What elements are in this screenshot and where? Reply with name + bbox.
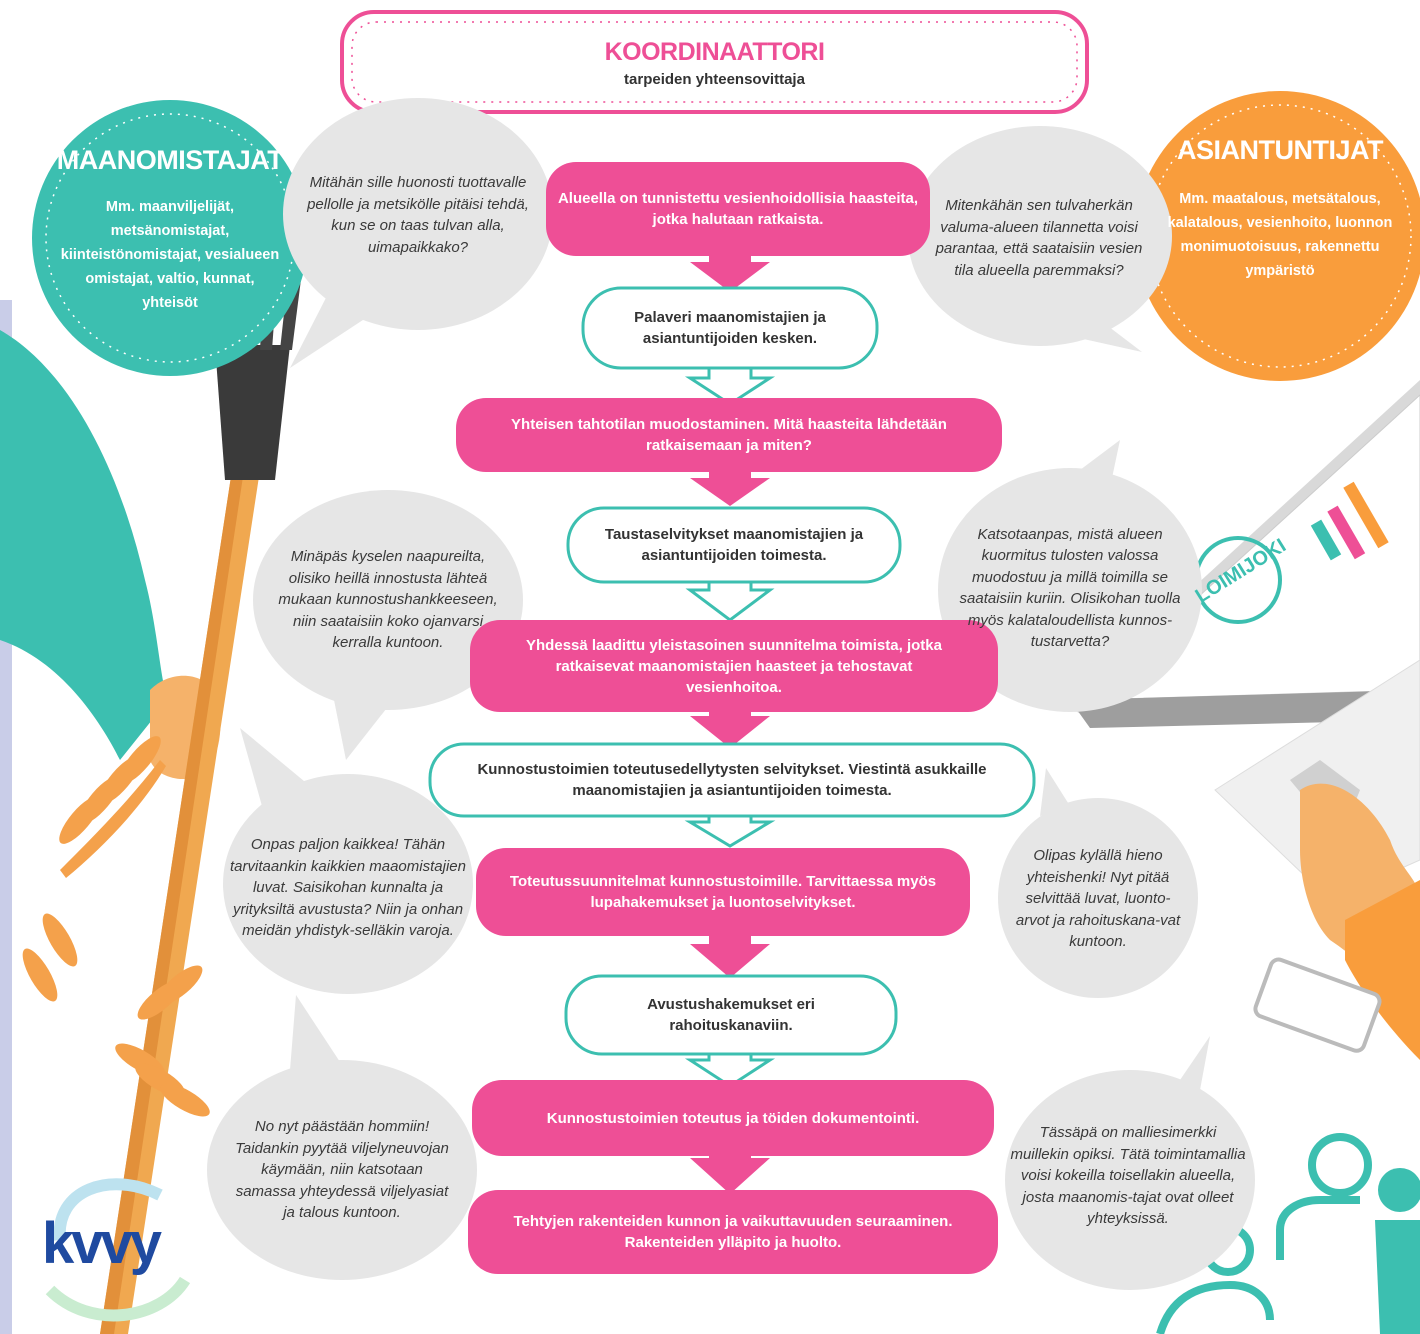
kvvy-logo-swirl: [45, 1178, 191, 1322]
wheat-illustration: [22, 736, 210, 1117]
bubble-left-3-text: Onpas paljon kaikkea! Tähän tarvitaankin…: [230, 836, 466, 940]
step-box-6: [428, 742, 1036, 818]
farmer-arm-illustration: [0, 330, 221, 780]
landowners-title: MAANOMISTAJAT: [56, 144, 284, 175]
step-3-text: Yhteisen tahtotilan muodostaminen. Mitä …: [511, 416, 947, 454]
step-box-2: [581, 286, 879, 370]
step-boxes: [428, 162, 1036, 1274]
bubble-right-2-text: Katsotaanpas, mistä alueen kuormitus tul…: [959, 525, 1181, 651]
step-9-text: Kunnostustoimien toteutus ja töiden doku…: [546, 1109, 920, 1127]
bubble-right-4-text: Tässäpä on malliesimerkki muillekin opik…: [1010, 1124, 1246, 1228]
experts-circle: [1135, 91, 1420, 381]
step-2-text: Palaveri maanomistajien ja asiantuntijoi…: [634, 309, 826, 347]
experts-body: Mm. maatalous, metsätalous, kalatalous, …: [1167, 191, 1393, 279]
bubble-left-4-text: No nyt päästään hommiin! Taidankin pyytä…: [235, 1118, 449, 1222]
step-5-text: Yhdessä laadittu yleistasoinen suunnitel…: [526, 636, 942, 696]
kvvy-logo: kvvy: [42, 1211, 162, 1276]
landowners-body: Mm. maanviljelijät, metsänomistajat, kii…: [60, 199, 280, 311]
landowners-circle: [32, 100, 308, 376]
step-box-7: [476, 848, 970, 936]
step-6-text: Kunnostustoimien toteutusedellytysten se…: [477, 761, 987, 799]
step-10-text: Tehtyjen rakenteiden kunnon ja vaikuttav…: [513, 1213, 953, 1251]
coordinator-subtitle: tarpeiden yhteensovittaja: [624, 70, 805, 88]
speech-bubbles-right: [908, 126, 1255, 1290]
step-1-text: Alueella on tunnistettu vesienhoidollisi…: [557, 190, 919, 228]
step-4-text: Taustaselvitykset maanomistajien ja asia…: [604, 526, 864, 564]
step-box-8: [564, 974, 898, 1056]
step-8-text: Avustushakemukset eri rahoituskanaviin.: [647, 996, 815, 1034]
step-box-3: [456, 398, 1002, 472]
bubble-right-3-text: Olipas kylällä hieno yhteishenki! Nyt pi…: [1015, 847, 1181, 951]
bubble-left-1-text: Mitähän sille huonosti tuottavalle pello…: [307, 174, 529, 256]
typing-hand-illustration: [1300, 783, 1420, 1060]
bubble-right-1-text: Mitenkähän sen tulvaherkän valuma-alueen…: [935, 197, 1143, 279]
step-box-9: [472, 1080, 994, 1156]
step-box-4: [566, 506, 902, 584]
step-box-1: [546, 162, 930, 256]
experts-title: ASIANTUNTIJAT: [1177, 134, 1384, 165]
step-box-10: [468, 1190, 998, 1274]
step-box-5: [470, 620, 998, 712]
phone-illustration: [1253, 957, 1382, 1053]
coordinator-title: KOORDINAATTORI: [604, 37, 825, 66]
person-teal-illustration: [1375, 1168, 1420, 1334]
bubble-left-2-text: Minäpäs kyselen naapureilta, olisiko hei…: [278, 548, 498, 652]
coordinator-box: [340, 10, 1089, 114]
step-7-text: Toteutussuunnitelmat kunnostustoimille. …: [509, 873, 937, 911]
speech-bubbles-left: [207, 98, 553, 1280]
